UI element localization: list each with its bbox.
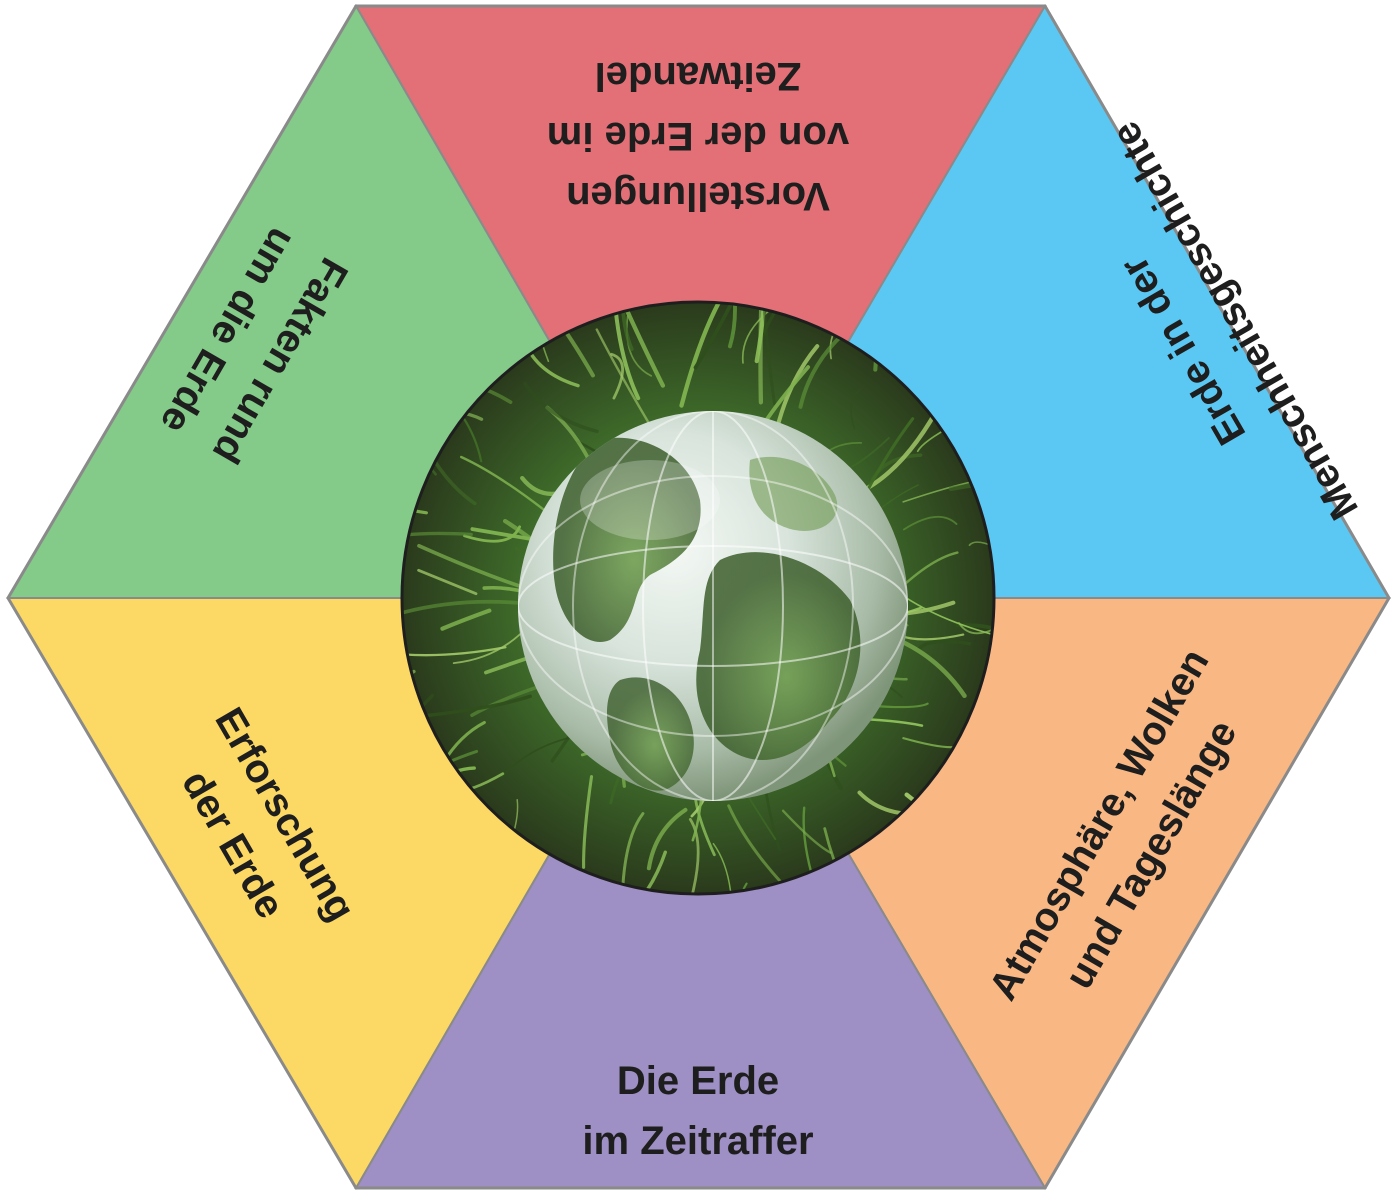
grass-blade xyxy=(693,302,742,370)
hexagon-outline xyxy=(6,4,1391,1190)
grass-blade xyxy=(850,387,863,430)
center-globe-image xyxy=(400,300,996,896)
label-top-line-3: Zeitwandel xyxy=(595,54,802,98)
grass-blade xyxy=(727,804,785,886)
grass-blade xyxy=(595,328,650,424)
grass-blade xyxy=(611,302,641,401)
grass-blade xyxy=(722,302,737,349)
grass-blade xyxy=(417,543,526,590)
svg-text:Zeitwandel: Zeitwandel xyxy=(595,54,802,98)
label-top-line-2: von der Erde im xyxy=(547,114,849,158)
grass-blade xyxy=(607,302,666,388)
grass-blade xyxy=(760,302,776,406)
grass-blade xyxy=(955,623,994,654)
grass-blade xyxy=(646,807,688,871)
grass-blade xyxy=(948,478,994,492)
grass-blade xyxy=(712,842,734,894)
globe-continents xyxy=(518,411,908,801)
grass-blade xyxy=(758,302,765,405)
grass-blade xyxy=(589,850,667,894)
label-bottom-line-1: Die Erde xyxy=(617,1059,779,1103)
grass-blade xyxy=(402,693,435,779)
svg-text:Die Erde: Die Erde xyxy=(617,1059,779,1103)
grass-blade xyxy=(582,775,594,869)
label-top-line-1: Vorstellungen xyxy=(566,174,830,218)
grass-blade xyxy=(739,882,751,894)
svg-text:von der Erde im: von der Erde im xyxy=(547,114,849,158)
grass-blade xyxy=(417,568,478,596)
grass-blade xyxy=(523,381,599,434)
grass-blade xyxy=(610,352,624,400)
svg-text:Vorstellungen: Vorstellungen xyxy=(566,174,830,218)
grass-blade xyxy=(968,541,994,555)
label-bottom: Die Erde im Zeitraffer xyxy=(582,1059,813,1163)
grass-blade xyxy=(688,818,700,894)
grass-blade xyxy=(402,599,519,615)
grass-blade xyxy=(626,315,653,377)
grass-blade xyxy=(802,806,813,876)
svg-text:im Zeitraffer: im Zeitraffer xyxy=(582,1119,813,1163)
grass-blade xyxy=(902,515,958,531)
grass-blade xyxy=(440,608,492,631)
label-top: Vorstellungen von der Erde im Zeitwandel xyxy=(547,54,849,218)
grass-blade xyxy=(781,809,832,854)
grass-blade xyxy=(402,646,507,657)
grass-blade xyxy=(958,622,994,635)
label-bottom-line-2: im Zeitraffer xyxy=(582,1119,813,1163)
grass-blade xyxy=(427,694,532,717)
grass-blade xyxy=(679,302,730,408)
grass-blade xyxy=(917,639,971,651)
grass-blade xyxy=(402,531,473,540)
center-circle-border xyxy=(400,300,996,896)
